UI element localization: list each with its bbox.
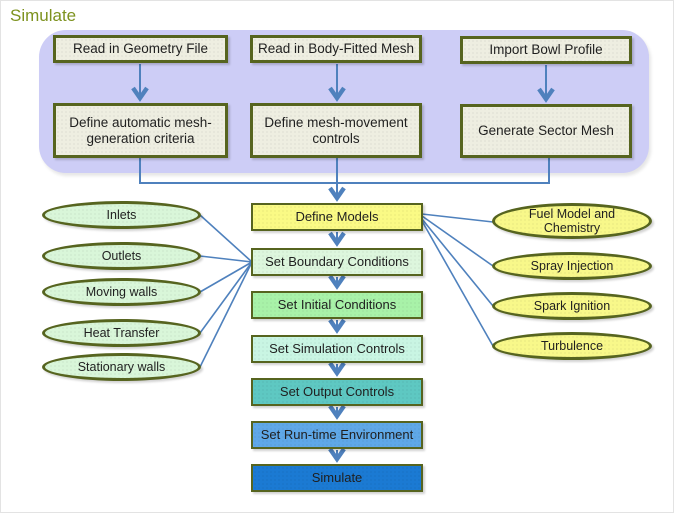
node-read-in-geometry-file: Read in Geometry File	[53, 35, 228, 63]
boundary-fan-lines	[199, 214, 253, 368]
node-simulate: Simulate	[251, 464, 423, 492]
node-define-models: Define Models	[251, 203, 423, 231]
ellipse-turbulence: Turbulence	[492, 332, 652, 360]
node-set-initial-conditions: Set Initial Conditions	[251, 291, 423, 319]
node-read-in-body-fitted-mesh: Read in Body-Fitted Mesh	[250, 35, 422, 63]
ellipse-heat-transfer: Heat Transfer	[42, 319, 201, 347]
ellipse-spark-ignition: Spark Ignition	[492, 292, 652, 320]
ellipse-stationary-walls: Stationary walls	[42, 353, 201, 381]
node-set-output-controls: Set Output Controls	[251, 378, 423, 406]
node-generate-sector-mesh: Generate Sector Mesh	[460, 104, 632, 158]
node-import-bowl-profile: Import Bowl Profile	[460, 36, 632, 64]
node-set-boundary-conditions: Set Boundary Conditions	[251, 248, 423, 276]
ellipse-fuel-model-and-chemistry: Fuel Model and Chemistry	[492, 203, 652, 239]
ellipse-moving-walls: Moving walls	[42, 278, 201, 306]
ellipse-inlets: Inlets	[42, 201, 201, 229]
ellipse-spray-injection: Spray Injection	[492, 252, 652, 280]
node-define-automatic-mesh-generation-criteria: Define automatic mesh-generation criteri…	[53, 103, 228, 158]
models-fan-lines	[421, 213, 494, 347]
page-title: Simulate	[10, 6, 77, 25]
node-define-mesh-movement-controls: Define mesh-movement controls	[250, 103, 422, 158]
node-set-simulation-controls: Set Simulation Controls	[251, 335, 423, 363]
node-set-run-time-environment: Set Run-time Environment	[251, 421, 423, 449]
ellipse-outlets: Outlets	[42, 242, 201, 270]
